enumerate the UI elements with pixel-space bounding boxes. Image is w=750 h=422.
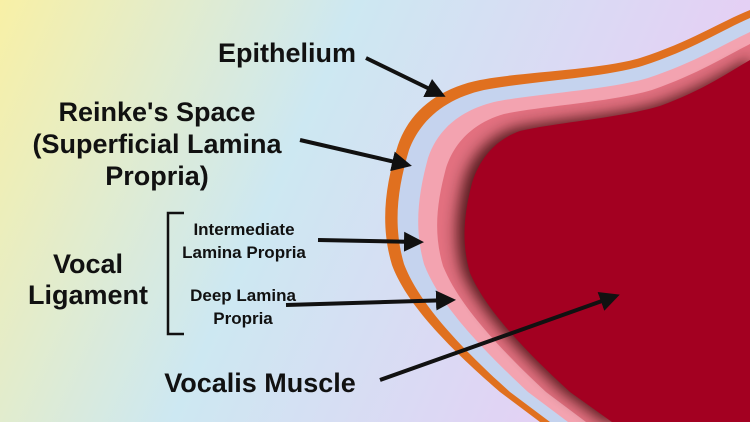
reinke-label-line1: Reinke's Space (58, 97, 255, 127)
deep-label-line1: Deep Lamina (190, 286, 296, 305)
reinke-arrow (299, 138, 412, 172)
intermediate-label-line1: Intermediate (193, 220, 294, 239)
vocalis-muscle (464, 60, 750, 422)
deep-arrow (285, 290, 456, 311)
epithelium-label: Epithelium (218, 38, 356, 68)
vocalis-arrow (379, 291, 620, 382)
epithelium-arrow (365, 56, 446, 97)
vocalis-muscle-label: Vocalis Muscle (164, 368, 356, 398)
reinke-label-line2: (Superficial Lamina (32, 129, 282, 159)
intermediate-label-line2: Lamina Propria (182, 243, 306, 262)
deep-label-line2: Propria (213, 309, 273, 328)
reinke-label-line3: Propria) (105, 161, 209, 191)
intermediate-arrow (317, 231, 424, 252)
vocal-ligament-label-line2: Ligament (28, 280, 148, 310)
vocal-ligament-bracket (166, 211, 184, 336)
vocal-ligament-label-line1: Vocal (53, 249, 123, 279)
